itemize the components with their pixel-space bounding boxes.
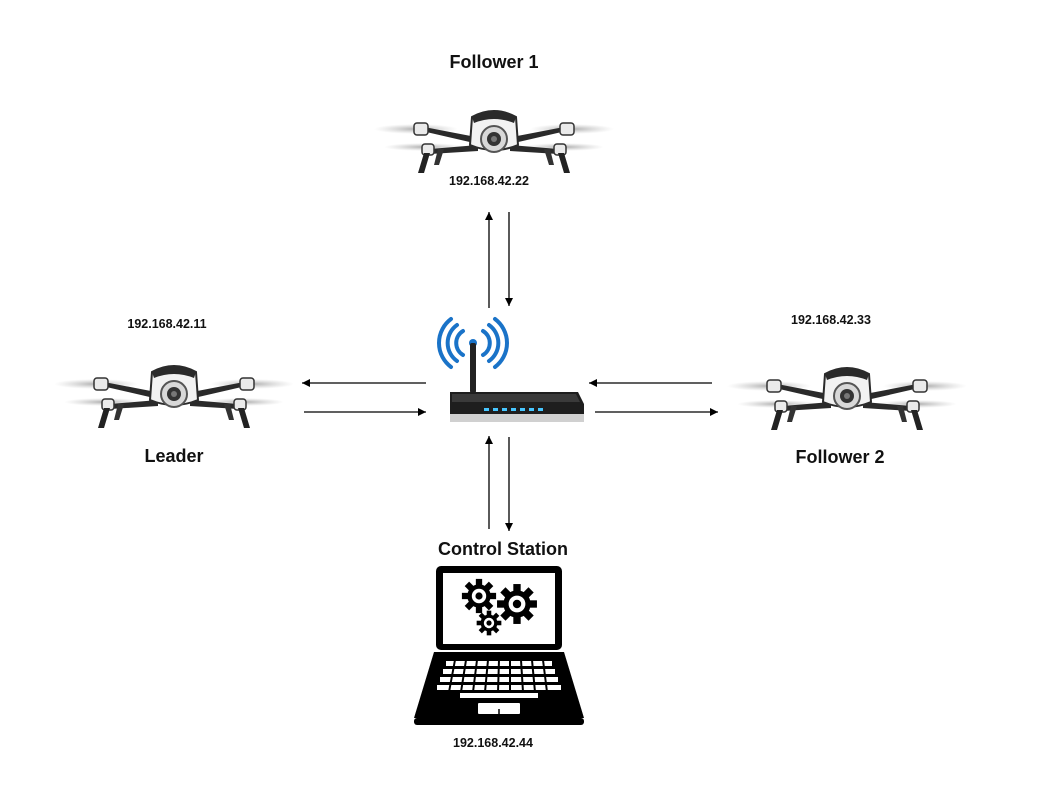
follower-2-title: Follower 2 [795,447,884,467]
follower-2-drone-icon [726,367,968,431]
follower-2-ip: 192.168.42.33 [791,313,871,327]
control-station-title: Control Station [438,539,568,559]
gear-icon [497,584,537,624]
gear-icon [476,610,502,636]
leader-ip: 192.168.42.11 [127,317,206,331]
control-station-node: Control Station [414,539,584,750]
follower-2-node: 192.168.42.33 Follower 2 [726,313,968,467]
follower-1-title: Follower 1 [449,52,538,72]
connection-arrows [302,212,718,531]
router-icon [437,317,584,422]
gear-icon [461,578,497,614]
follower-1-ip: 192.168.42.22 [449,174,529,188]
wifi-signal-icon [437,317,509,369]
leader-node: 192.168.42.11 Leader [53,317,295,466]
follower-1-drone-icon [373,110,615,174]
leader-title: Leader [144,446,203,466]
leader-drone-icon [53,365,295,429]
laptop-icon [414,566,584,725]
follower-1-node: Follower 1 192.168.42.22 [373,52,615,188]
control-station-ip: 192.168.42.44 [453,736,533,750]
